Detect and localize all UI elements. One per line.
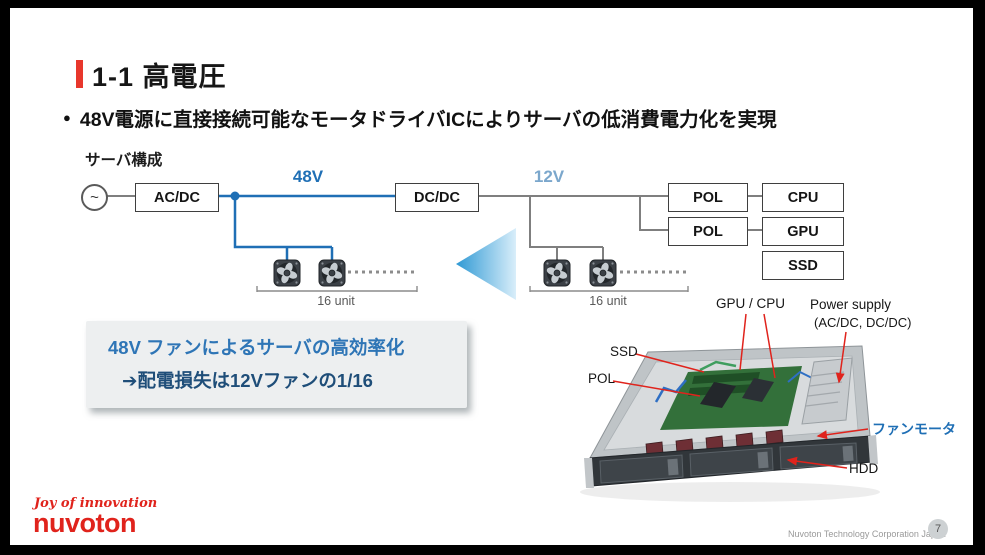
nuvoton-logo: nuvoton [33,508,136,538]
fan-icons-12v [543,259,617,287]
power-supply-text: Power supply [810,297,892,312]
unit-count-48v: 16 unit [317,294,355,308]
circuit-gray-lines [104,195,762,260]
block-ssd: SSD [762,251,844,280]
fan-icon [273,259,301,287]
diagram-title: サーバ構成 [85,152,163,169]
voltage-label-48v: 48V [292,167,324,186]
fan-icons-48v [273,259,346,287]
server-label-pol: POL [588,371,616,386]
block-acdc: AC/DC [135,183,219,212]
block-gpu: GPU [762,217,844,246]
bullet-icon: ● [63,110,71,125]
fan-icon [589,259,617,287]
bullet-line: ● 48V電源に直接接続可能なモータドライバICによりサーバの低消費電力化を実現 [63,103,777,132]
brand-tagline: Joy of innovation [34,496,158,511]
fan-icon [543,259,571,287]
block-pol-top: POL [668,183,748,212]
comparison-arrow [456,228,516,300]
server-label-hdd: HDD [849,461,879,476]
leader-lines [612,313,869,469]
power-supply-subtext: (AC/DC, DC/DC) [814,315,912,330]
block-cpu: CPU [762,183,844,212]
title-accent-bar [76,60,83,88]
circuit-48v-lines [217,194,395,260]
fan-icon [318,259,346,287]
page-number-badge: 7 [928,519,948,539]
ac-source-icon: ~ [81,184,108,211]
callout-line2: ➔配電損失は12Vファンの1/16 [122,370,373,391]
company-name: Nuvoton Technology Corporation Japan [788,529,946,539]
bullet-text: 48V電源に直接接続可能なモータドライバICによりサーバの低消費電力化を実現 [79,109,777,131]
voltage-label-12v: 12V [533,167,565,186]
unit-count-12v: 16 unit [589,294,627,308]
callout-box: 48V ファンによるサーバの高効率化 ➔配電損失は12Vファンの1/16 [86,321,467,408]
callout-line1: 48V ファンによるサーバの高効率化 [108,337,405,358]
48v-tap-node [230,191,240,201]
page-title: 1-1 高電圧 [92,62,227,92]
server-illustration [580,345,880,502]
server-label-fan-motor: ファンモータ [872,421,956,437]
server-label-gpu-cpu: GPU / CPU [716,296,786,311]
block-pol-bottom: POL [668,217,748,246]
block-dcdc: DC/DC [395,183,479,212]
server-label-power-supply: Power supply (AC/DC, DC/DC) [810,296,912,332]
unit-brackets [256,286,689,292]
server-label-ssd: SSD [610,344,638,359]
